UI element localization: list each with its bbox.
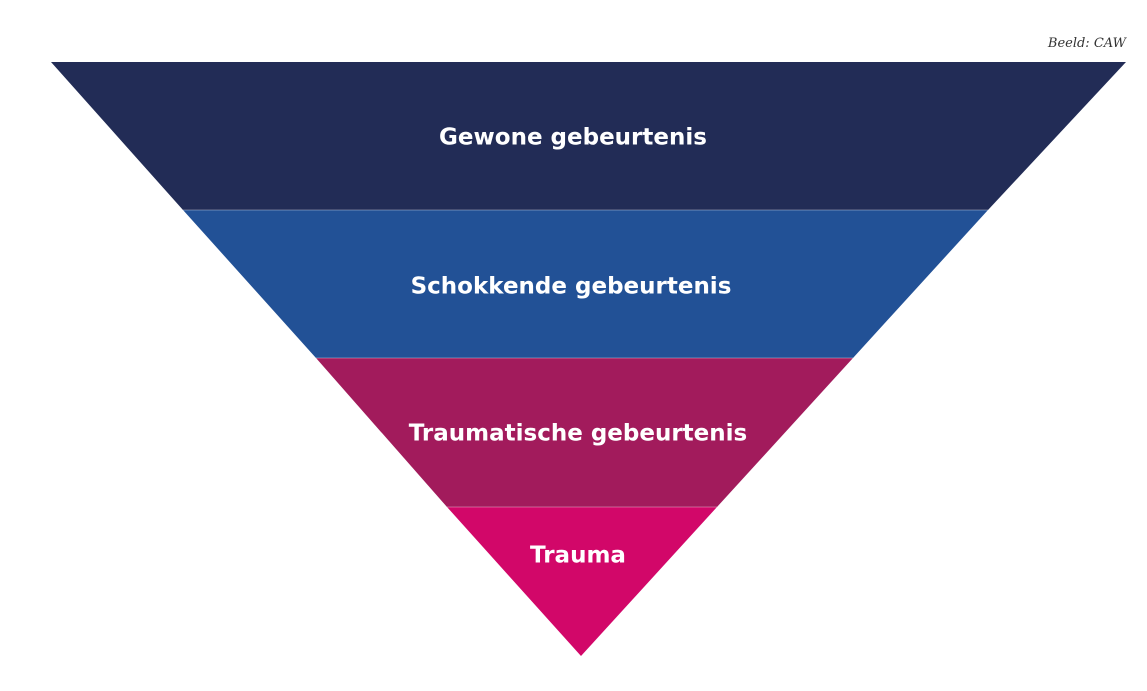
image-credit: Beeld: CAW xyxy=(1047,36,1126,51)
funnel-level-4-shape xyxy=(447,507,717,656)
funnel-level-2-label: Schokkende gebeurtenis xyxy=(411,274,732,300)
funnel-level-2-shape xyxy=(183,210,988,358)
funnel-level-3-label: Traumatische gebeurtenis xyxy=(409,421,747,447)
funnel-level-4-label: Trauma xyxy=(530,543,626,569)
funnel-level-1-shape xyxy=(51,62,1126,210)
funnel-level-1-label: Gewone gebeurtenis xyxy=(439,125,707,151)
funnel-level-3-shape xyxy=(316,358,853,507)
